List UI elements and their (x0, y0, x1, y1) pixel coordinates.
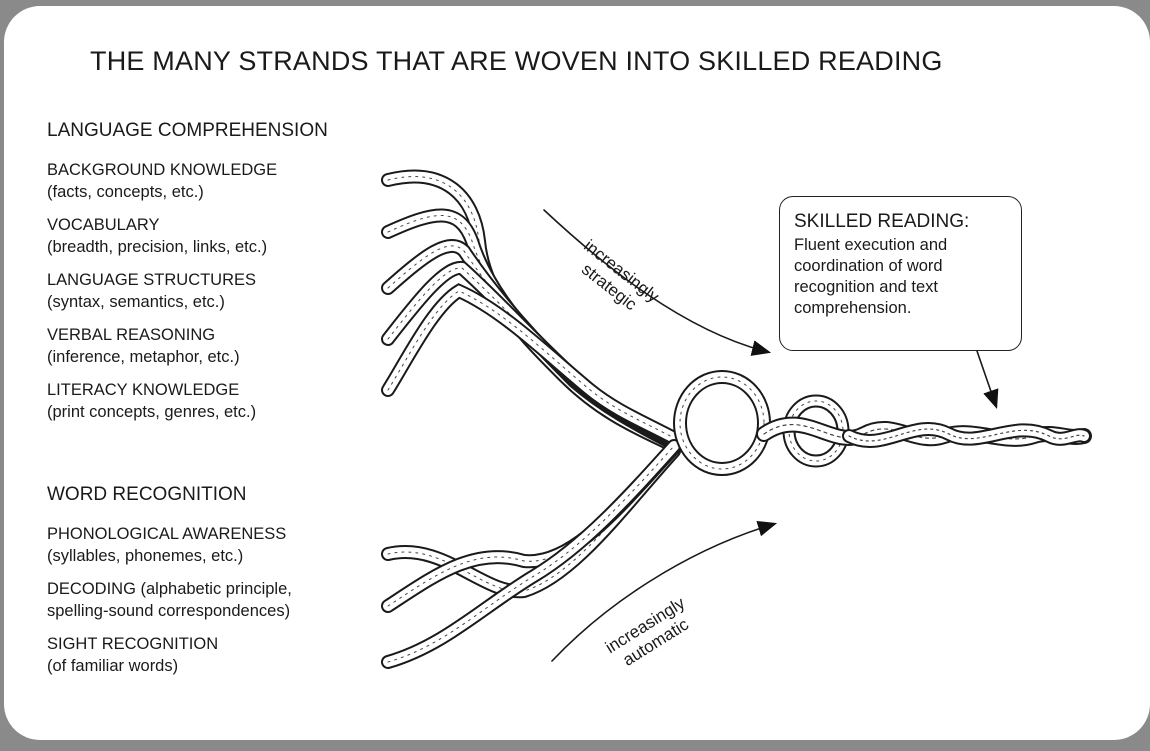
rope-illustration (4, 6, 1150, 740)
strategic-arrow (544, 210, 768, 352)
callout-body: Fluent execution and coordination of wor… (794, 235, 1014, 319)
callout-pointer (977, 351, 996, 406)
callout-heading: SKILLED READING: (794, 211, 1021, 233)
skilled-reading-callout: SKILLED READING: Fluent execution and co… (779, 196, 1022, 351)
diagram-card: THE MANY STRANDS THAT ARE WOVEN INTO SKI… (4, 6, 1150, 740)
braided-rope (680, 377, 1084, 469)
